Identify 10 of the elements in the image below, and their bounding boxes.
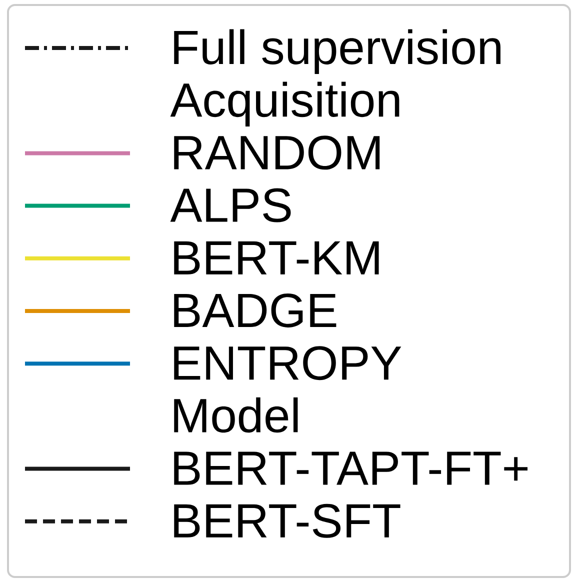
legend-label: BERT-TAPT-FT+ [174, 452, 528, 485]
legend-label: ALPS [170, 188, 291, 222]
legend-label: RANDOM [174, 136, 380, 170]
legend-label: BERT-SFT [174, 504, 400, 538]
legend-label: BERT-KM [174, 241, 379, 274]
legend-label: BADGE [174, 293, 336, 328]
legend-label: ENTROPY [174, 346, 402, 380]
legend-heading: Model [174, 397, 298, 433]
legend-label: Full supervision [174, 29, 500, 74]
legend-heading: Acquisition [170, 82, 400, 127]
